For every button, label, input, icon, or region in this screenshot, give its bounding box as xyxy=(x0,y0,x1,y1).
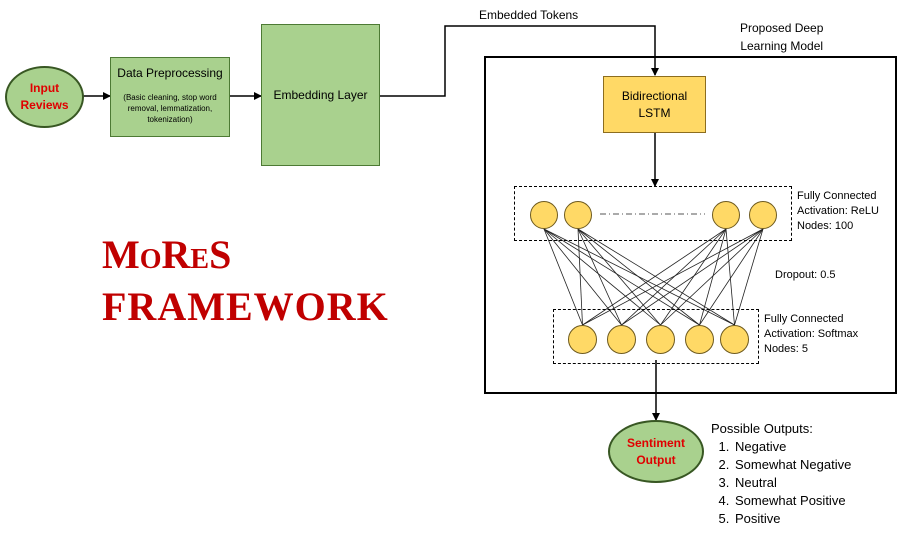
possible-outputs-list: Negative Somewhat Negative Neutral Somew… xyxy=(711,438,896,528)
possible-outputs: Possible Outputs: Negative Somewhat Nega… xyxy=(711,420,896,528)
dropout-label: Dropout: 0.5 xyxy=(775,269,836,281)
input-reviews-node: Input Reviews xyxy=(5,66,84,128)
dense1-node xyxy=(564,201,592,229)
output-item: Neutral xyxy=(733,474,896,492)
data-preprocessing-details: (Basic cleaning, stop word removal, lemm… xyxy=(123,93,217,124)
dense1-node xyxy=(749,201,777,229)
model-title: Proposed Deep Learning Model xyxy=(740,21,824,53)
brand-line-2: framework xyxy=(102,284,389,329)
data-preprocessing-title: Data Preprocessing xyxy=(117,66,223,80)
dense2-nodes: Nodes: 5 xyxy=(764,343,809,355)
dense2-activation: Activation: Softmax xyxy=(764,328,859,340)
sentiment-output-node: Sentiment Output xyxy=(608,420,704,483)
dense-layer-2-box xyxy=(553,309,759,364)
deep-learning-model-frame xyxy=(484,56,897,394)
dense2-node xyxy=(720,325,749,354)
data-preprocessing-box: Data Preprocessing (Basic cleaning, stop… xyxy=(110,57,230,137)
dense2-node xyxy=(568,325,597,354)
output-item: Positive xyxy=(733,510,896,528)
dense2-node xyxy=(685,325,714,354)
dense1-type: Fully Connected xyxy=(797,190,877,202)
arrow-embedding-to-lstm xyxy=(380,25,659,97)
output-item: Negative xyxy=(733,438,896,456)
output-item: Somewhat Negative xyxy=(733,456,896,474)
dense1-node xyxy=(712,201,740,229)
output-item: Somewhat Positive xyxy=(733,492,896,510)
embedding-layer-label: Embedding Layer xyxy=(273,88,368,102)
dense1-activation: Activation: ReLU xyxy=(797,205,879,217)
dense2-node xyxy=(607,325,636,354)
dense1-node xyxy=(530,201,558,229)
dense2-node xyxy=(646,325,675,354)
bidirectional-lstm-box: Bidirectional LSTM xyxy=(603,76,706,133)
dense1-nodes: Nodes: 100 xyxy=(797,220,854,232)
dense-layer-1-box xyxy=(514,186,792,241)
embedding-layer-box: Embedding Layer xyxy=(261,24,380,166)
embedded-tokens-label: Embedded Tokens xyxy=(479,8,579,22)
sentiment-output-label: Sentiment Output xyxy=(626,435,685,467)
input-reviews-label: Input Reviews xyxy=(20,81,69,112)
brand-line-1: MoReS xyxy=(102,232,232,277)
bidirectional-lstm-label: Bidirectional LSTM xyxy=(621,88,688,120)
possible-outputs-title: Possible Outputs: xyxy=(711,421,813,436)
dense2-type: Fully Connected xyxy=(764,313,844,325)
